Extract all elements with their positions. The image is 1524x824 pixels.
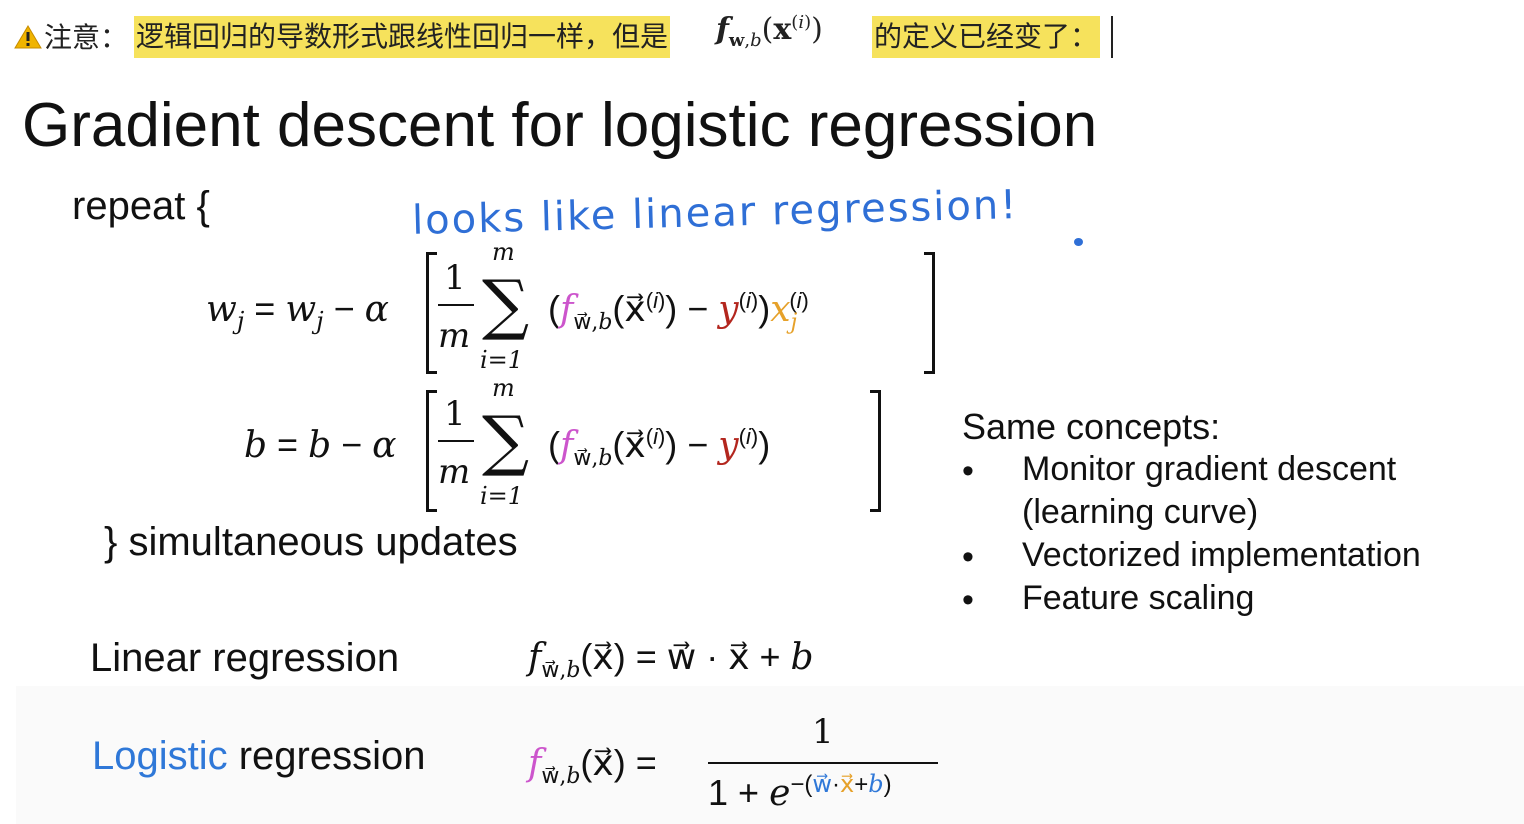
concept-item: (learning curve)	[1022, 493, 1259, 531]
b-sum-top: m	[492, 374, 515, 402]
repeat-close: } simultaneous updates	[104, 520, 518, 564]
bullet-dot: •	[962, 452, 974, 490]
concepts-title: Same concepts:	[962, 406, 1221, 447]
b-update-body: (fw⃗,b(x⃗(i)) − y(i))	[548, 424, 771, 472]
warning-icon	[14, 25, 42, 49]
logistic-frac-den: 1 + e−(w⃗·x⃗+b)	[708, 770, 892, 814]
b-sum-sign: ∑	[482, 402, 530, 479]
logistic-regression-label: Logistic regression	[92, 734, 426, 779]
b-frac-line	[438, 440, 474, 442]
w-update-body: (fw⃗,b(x⃗(i)) − y(i))xj(i)	[548, 288, 809, 336]
logistic-frac-num: 1	[812, 712, 834, 752]
w-bracket-left	[426, 252, 437, 374]
concept-item: Vectorized implementation	[1022, 536, 1421, 574]
text-caret	[1111, 16, 1113, 58]
w-sum-bottom: i=1	[480, 346, 524, 374]
bullet-dot: •	[962, 538, 974, 576]
w-frac-line	[438, 304, 474, 306]
linear-regression-label: Linear regression	[90, 636, 400, 680]
regression-word: regression	[227, 734, 426, 778]
logistic-frac-line	[708, 762, 938, 764]
w-sum-top: m	[492, 238, 515, 266]
b-bracket-left	[426, 390, 437, 512]
b-bracket-right	[870, 390, 881, 512]
handwritten-dot	[1074, 238, 1083, 246]
concept-item: Feature scaling	[1022, 579, 1255, 617]
b-frac-num: 1	[444, 394, 466, 434]
w-frac-den: m	[438, 316, 471, 356]
slide-title: Gradient descent for logistic regression	[22, 91, 1098, 160]
logistic-regression-lhs: fw⃗,b(x⃗) =	[528, 742, 657, 790]
w-frac-num: 1	[444, 258, 466, 298]
logistic-word: Logistic	[92, 734, 228, 778]
note-prefix: 注意：	[44, 22, 129, 53]
w-update-lhs: wj = wj − α	[206, 288, 389, 336]
w-sum-sign: ∑	[482, 266, 530, 343]
w-bracket-right	[924, 252, 935, 374]
linear-regression-formula: fw⃗,b(x⃗) = w⃗ · x⃗ + b	[528, 636, 814, 684]
note-highlight-1: 逻辑回归的导数形式跟线性回归一样，但是	[134, 16, 671, 58]
note-bar: 注意： 逻辑回归的导数形式跟线性回归一样，但是 fw,b(x(i)) 的定义已经…	[0, 0, 1524, 72]
b-frac-den: m	[438, 452, 471, 492]
repeat-open: repeat {	[72, 184, 210, 228]
b-update-lhs: b = b − α	[244, 424, 397, 466]
note-math: fw,b(x(i))	[716, 12, 823, 51]
slide-bottom-band	[16, 686, 1524, 824]
concept-item: Monitor gradient descent	[1022, 450, 1397, 488]
b-sum-bottom: i=1	[480, 482, 524, 510]
bullet-dot: •	[962, 581, 974, 619]
note-highlight-2: 的定义已经变了：	[872, 16, 1101, 58]
